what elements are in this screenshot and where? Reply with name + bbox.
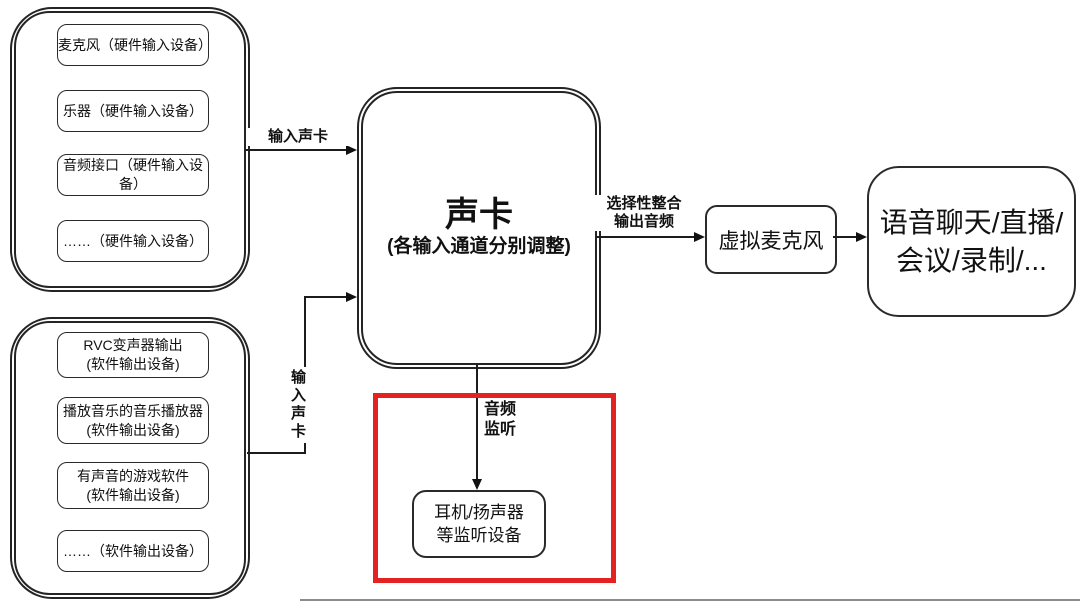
- connector-bottom-input-h1: [247, 452, 305, 454]
- label-input-soundcard-top: 输入声卡: [246, 128, 350, 146]
- arrowhead-right-icon: [856, 232, 867, 242]
- connector-top-input: [246, 149, 347, 151]
- software-output-others: ……（软件输出设备）: [57, 530, 209, 572]
- hardware-input-mic: 麦克风（硬件输入设备）: [57, 24, 212, 66]
- highlight-rectangle: [373, 393, 616, 583]
- connector-monitor: [476, 365, 478, 481]
- arrowhead-right-icon: [346, 145, 357, 155]
- hardware-inputs-group: 麦克风（硬件输入设备） 乐器（硬件输入设备） 音频接口（硬件输入设备） ……（硬…: [10, 7, 250, 292]
- monitor-devices-node: 耳机/扬声器 等监听设备: [412, 490, 546, 558]
- arrowhead-right-icon: [694, 232, 705, 242]
- software-output-music-player: 播放音乐的音乐播放器 (软件输出设备): [57, 397, 209, 444]
- apps-node: 语音聊天/直播/ 会议/录制/...: [867, 166, 1076, 317]
- virtual-mic-node: 虚拟麦克风: [705, 205, 837, 274]
- label-input-soundcard-bottom: 输入声卡: [287, 367, 307, 443]
- hardware-input-instrument: 乐器（硬件输入设备）: [57, 90, 209, 132]
- label-selective-output: 选择性整合 输出音频: [588, 195, 700, 231]
- bottom-edge-rule: [300, 599, 1080, 601]
- hardware-input-audio-interface: 音频接口（硬件输入设备）: [57, 154, 209, 196]
- connector-selective-output: [597, 236, 694, 238]
- connector-bottom-input-h2: [304, 296, 347, 298]
- arrowhead-down-icon: [472, 479, 482, 490]
- sound-card-subtitle: (各输入通道分别调整): [387, 236, 571, 257]
- connector-mic-to-apps: [833, 236, 857, 238]
- hardware-input-others: ……（硬件输入设备）: [57, 220, 209, 262]
- software-outputs-group: RVC变声器输出 (软件输出设备) 播放音乐的音乐播放器 (软件输出设备) 有声…: [10, 317, 250, 599]
- sound-card-title: 声卡: [445, 196, 513, 234]
- label-audio-monitor: 音频 监听: [483, 401, 516, 438]
- sound-card-node: 声卡 (各输入通道分别调整): [357, 87, 601, 369]
- software-output-game: 有声音的游戏软件 (软件输出设备): [57, 462, 209, 509]
- arrowhead-right-icon: [346, 292, 357, 302]
- software-output-rvc: RVC变声器输出 (软件输出设备): [57, 332, 209, 378]
